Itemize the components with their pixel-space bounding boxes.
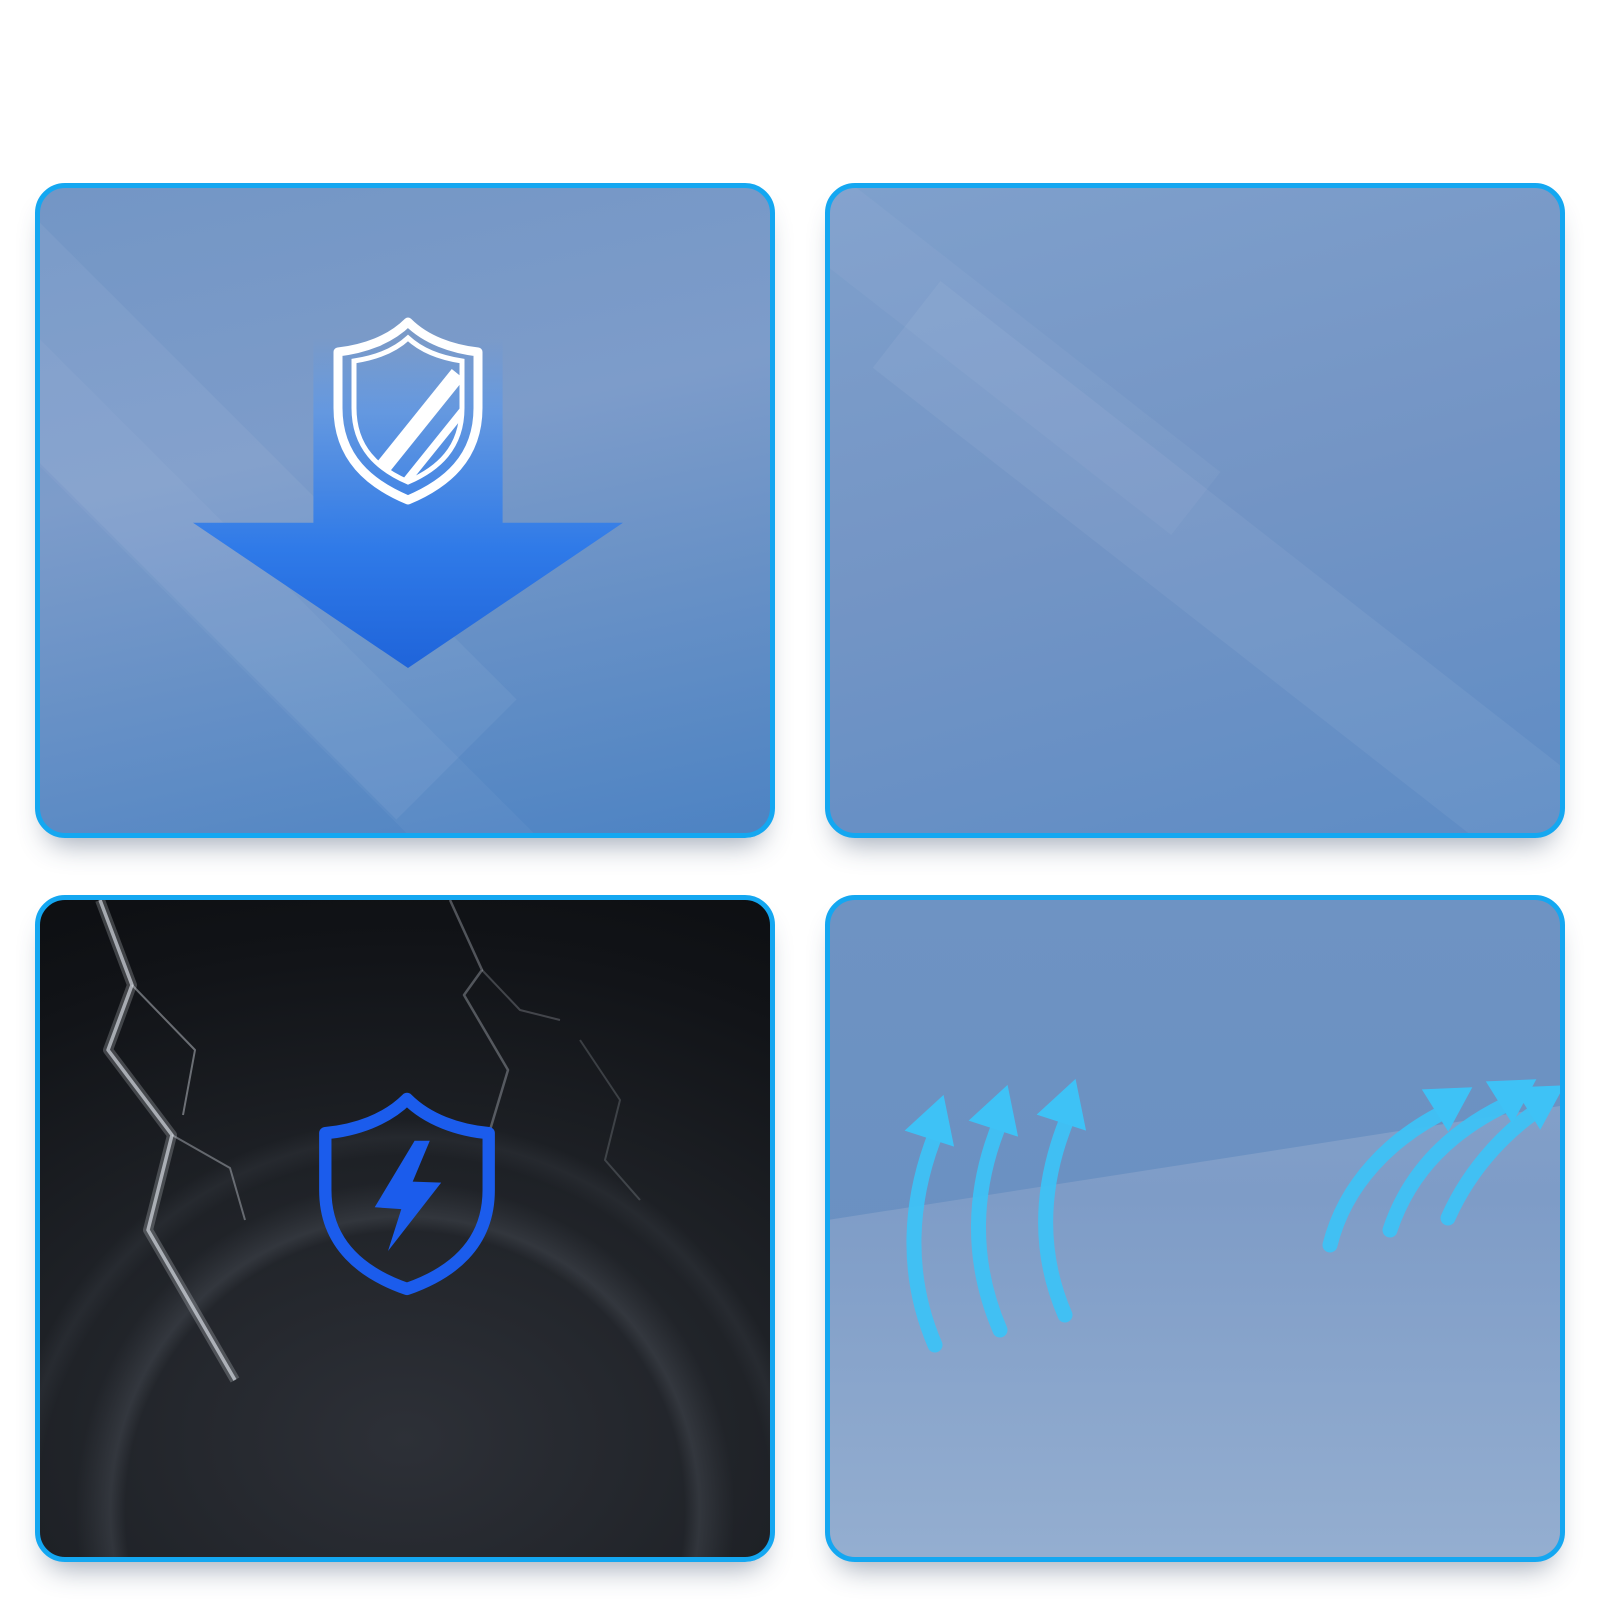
lightning-bolts-graphic <box>95 900 641 1383</box>
panel-fanless-design <box>825 895 1565 1562</box>
switch-photo-angled <box>40 188 770 833</box>
panel-metal-housing <box>35 183 775 838</box>
panel-lightning-protection <box>35 895 775 1562</box>
airflow-arrows-graphic <box>904 1078 1560 1353</box>
shield-stripes-icon <box>333 317 483 505</box>
panel-plug-and-play <box>825 183 1565 838</box>
switch-photo-closeup-with-cable <box>830 188 1560 833</box>
shield-lightning-icon <box>319 1092 495 1296</box>
